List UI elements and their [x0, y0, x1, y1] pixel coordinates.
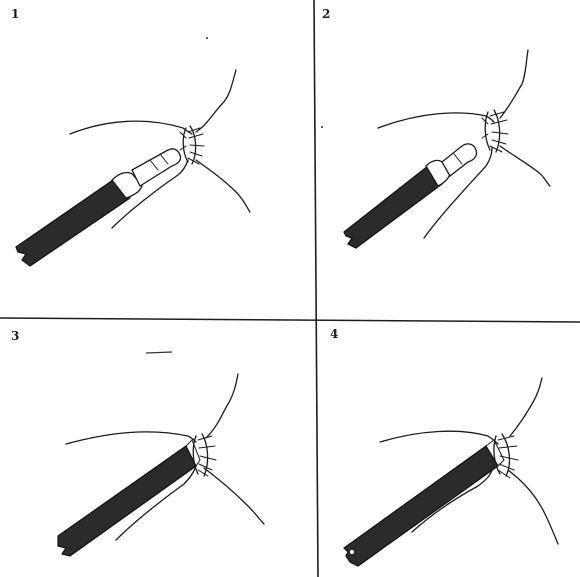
panel-2: 2 [322, 7, 550, 248]
speck [321, 126, 323, 128]
contour-right-upper [196, 70, 236, 132]
contour-upper [380, 431, 498, 444]
contour-right-lower [508, 470, 558, 544]
panel-number: 2 [322, 7, 330, 21]
panel-number: 3 [11, 329, 19, 343]
contour-right-lower [196, 160, 250, 212]
contour-right-upper [206, 374, 238, 438]
tube-with-probe [16, 149, 181, 266]
panel-number: 4 [330, 327, 338, 341]
contour-upper [66, 432, 196, 444]
opening [180, 126, 204, 164]
vertical-divider [314, 0, 318, 577]
contour-right-upper [500, 50, 528, 118]
panel-3: 3 [11, 329, 264, 556]
opening [494, 434, 518, 478]
speck [206, 37, 208, 39]
tube-with-probe [344, 144, 477, 248]
tube [344, 440, 504, 566]
horizontal-divider [0, 318, 580, 322]
contour-upper [70, 121, 192, 134]
panel-number: 1 [11, 7, 19, 21]
opening [193, 434, 216, 476]
contour-right-lower [204, 468, 264, 524]
contour-right-lower [500, 146, 550, 186]
contour-upper [378, 113, 494, 128]
panel-1: 1 [11, 7, 250, 266]
panel-4: 4 [330, 327, 558, 566]
contour-right-upper [510, 378, 542, 436]
tube [58, 440, 200, 556]
stray-mark [146, 352, 172, 353]
